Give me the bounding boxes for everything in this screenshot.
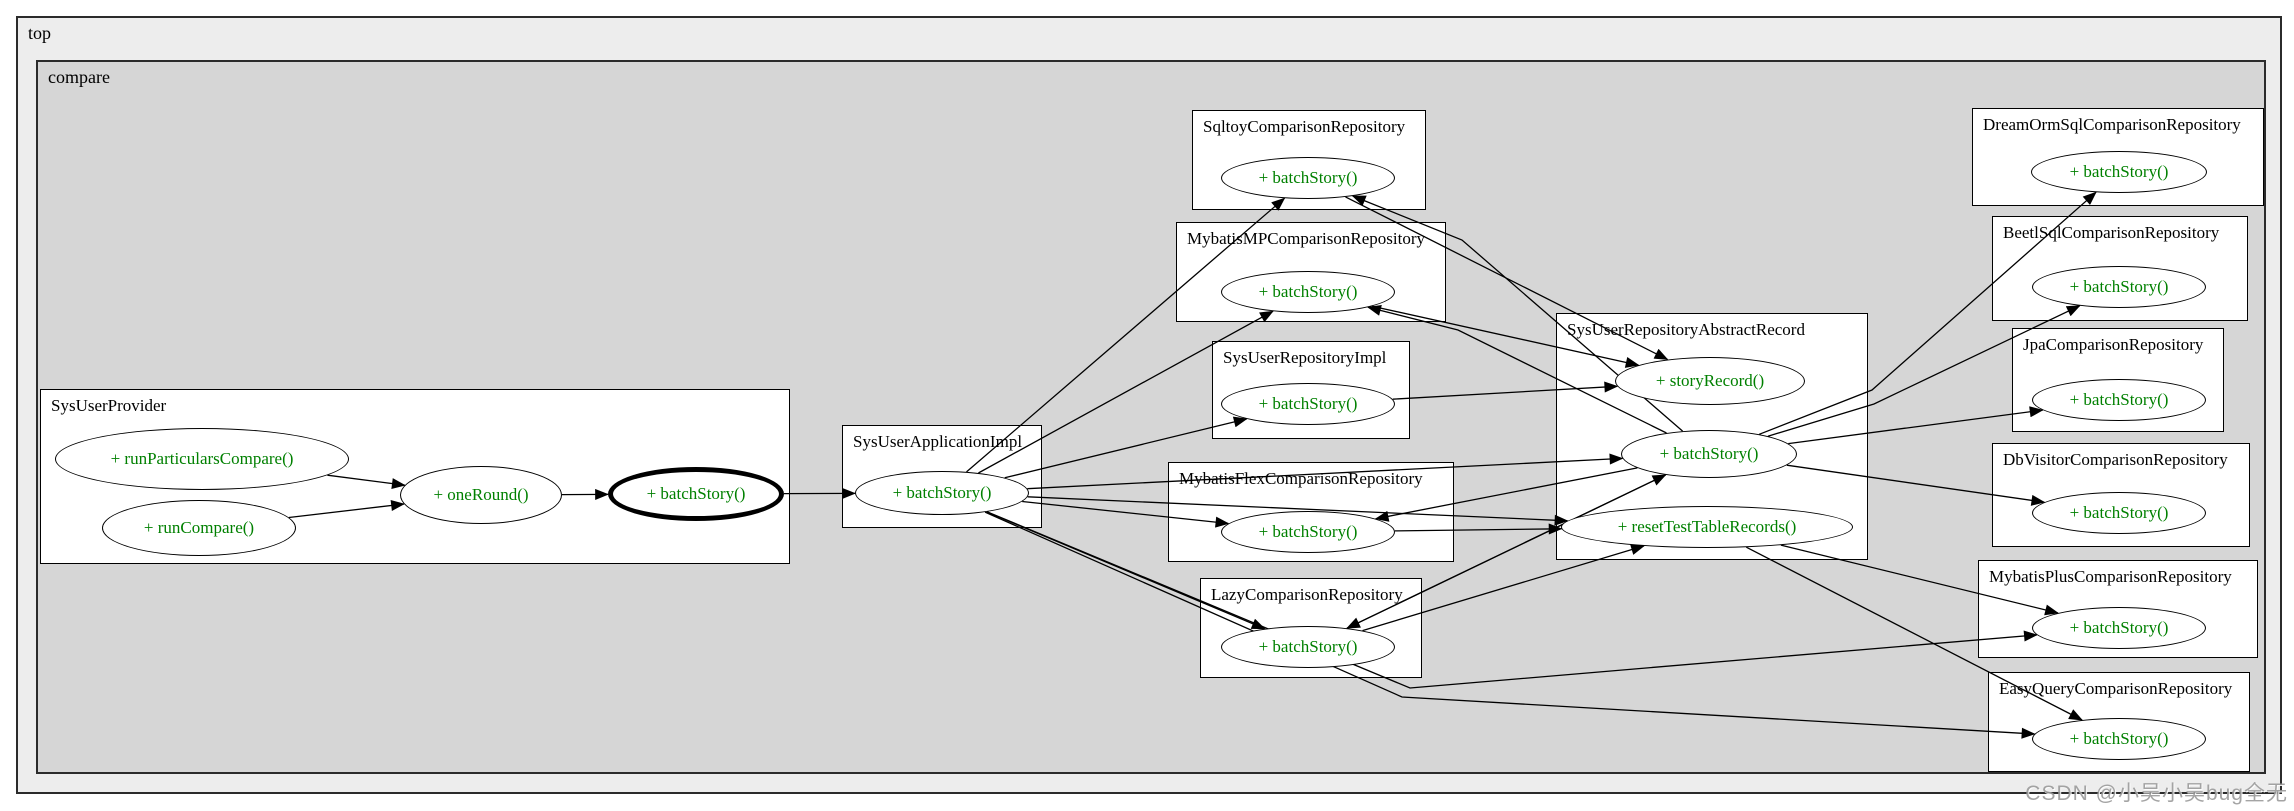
- method-label: + batchStory(): [1258, 637, 1358, 656]
- method-mybatisFlex-batchStory[interactable]: + batchStory(): [1221, 511, 1395, 553]
- call-edge: [1392, 381, 1619, 400]
- cluster-top-label: top: [28, 23, 52, 43]
- method-label: + storyRecord(): [1655, 371, 1765, 390]
- method-label: + batchStory(): [1258, 168, 1358, 187]
- class-title-easyQuery: EasyQueryComparisonRepository: [1999, 679, 2233, 698]
- method-label: + batchStory(): [1258, 394, 1358, 413]
- method-label: + batchStory(): [892, 483, 992, 502]
- method-label: + batchStory(): [2069, 277, 2169, 296]
- method-label: + batchStory(): [1258, 282, 1358, 301]
- cluster-compare-label: compare: [48, 67, 110, 87]
- call-edge: [986, 511, 2038, 689]
- watermark: CSDN @小吴小吴bug全无: [2025, 782, 2288, 805]
- call-edge: [1758, 191, 2097, 435]
- method-provider-batchStory[interactable]: + batchStory(): [608, 467, 784, 521]
- method-label: + batchStory(): [2069, 390, 2169, 409]
- class-title-lazy: LazyComparisonRepository: [1211, 585, 1403, 604]
- call-edge: [1004, 416, 1248, 479]
- method-abstract-batchStory[interactable]: + batchStory(): [1621, 430, 1797, 478]
- class-title-jpa: JpaComparisonRepository: [2023, 335, 2204, 354]
- call-edge: [1022, 500, 1230, 528]
- method-dreamOrm-batchStory[interactable]: + batchStory(): [2031, 151, 2207, 193]
- call-edge: [1027, 453, 1624, 490]
- method-appImpl-batchStory[interactable]: + batchStory(): [855, 471, 1029, 515]
- method-lazy-batchStory[interactable]: + batchStory(): [1221, 626, 1395, 668]
- method-label: + oneRound(): [433, 485, 529, 504]
- method-label: + runCompare(): [143, 518, 255, 537]
- call-edge: [327, 474, 406, 490]
- call-edge: [1346, 474, 1666, 629]
- method-dbVisitor-batchStory[interactable]: + batchStory(): [2032, 492, 2206, 534]
- class-title-mybatisFlex: MybatisFlexComparisonRepository: [1179, 469, 1423, 488]
- call-edge: [1367, 304, 1667, 434]
- call-edge: [1027, 496, 1569, 526]
- call-edge: [1746, 546, 2083, 721]
- method-label: + batchStory(): [2069, 729, 2169, 748]
- method-label: + batchStory(): [2069, 503, 2169, 522]
- call-edge: [1767, 305, 2081, 437]
- method-provider-runCompare[interactable]: + runCompare(): [102, 500, 296, 556]
- class-title-mybatisPlus: MybatisPlusComparisonRepository: [1989, 567, 2232, 586]
- class-title-sysUserRepoImpl: SysUserRepositoryImpl: [1223, 348, 1387, 367]
- method-abstract-storyRecord[interactable]: + storyRecord(): [1615, 357, 1805, 405]
- call-edge: [978, 310, 1274, 474]
- call-edge: [1394, 523, 1563, 535]
- method-mybatisMP-batchStory[interactable]: + batchStory(): [1221, 271, 1395, 313]
- class-title-provider: SysUserProvider: [51, 396, 167, 415]
- call-edge: [288, 500, 405, 519]
- class-title-abstract: SysUserRepositoryAbstractRecord: [1567, 320, 1805, 339]
- call-edge: [1374, 467, 1638, 522]
- method-label: + runParticularsCompare(): [110, 449, 294, 468]
- method-provider-runParticularsCompare[interactable]: + runParticularsCompare(): [55, 428, 349, 490]
- call-edge: [966, 197, 1286, 473]
- method-label: + resetTestTableRecords(): [1617, 517, 1797, 536]
- class-title-sqltoy: SqltoyComparisonRepository: [1203, 117, 1406, 136]
- method-provider-oneRound[interactable]: + oneRound(): [400, 466, 562, 524]
- method-abstract-resetTestTableRecords[interactable]: + resetTestTableRecords(): [1561, 506, 1853, 548]
- method-jpa-batchStory[interactable]: + batchStory(): [2032, 379, 2206, 421]
- call-edge: [1786, 464, 2046, 506]
- method-label: + batchStory(): [1659, 444, 1759, 463]
- method-label: + batchStory(): [2069, 162, 2169, 181]
- call-edge: [1371, 305, 1640, 368]
- class-title-beetlSql: BeetlSqlComparisonRepository: [2003, 223, 2220, 242]
- method-label: + batchStory(): [646, 484, 746, 503]
- call-edge: [1788, 406, 2044, 445]
- method-sysUserRepoImpl-batchStory[interactable]: + batchStory(): [1221, 383, 1395, 425]
- method-label: + batchStory(): [1258, 522, 1358, 541]
- method-sqltoy-batchStory[interactable]: + batchStory(): [1221, 157, 1395, 199]
- call-edge: [984, 511, 2036, 739]
- class-title-dbVisitor: DbVisitorComparisonRepository: [2003, 450, 2228, 469]
- method-label: + batchStory(): [2069, 618, 2169, 637]
- call-edge: [1780, 544, 2059, 616]
- class-title-mybatisMP: MybatisMPComparisonRepository: [1187, 229, 1426, 248]
- class-title-appImpl: SysUserApplicationImpl: [853, 432, 1023, 451]
- call-edge: [1362, 544, 1645, 632]
- method-easyQuery-batchStory[interactable]: + batchStory(): [2032, 718, 2206, 760]
- call-edge: [1351, 195, 1684, 432]
- class-box-jpa[interactable]: JpaComparisonRepository: [2012, 328, 2224, 432]
- method-mybatisPlus-batchStory[interactable]: + batchStory(): [2032, 607, 2206, 649]
- method-beetlSql-batchStory[interactable]: + batchStory(): [2032, 266, 2206, 308]
- class-title-dreamOrm: DreamOrmSqlComparisonRepository: [1983, 115, 2241, 134]
